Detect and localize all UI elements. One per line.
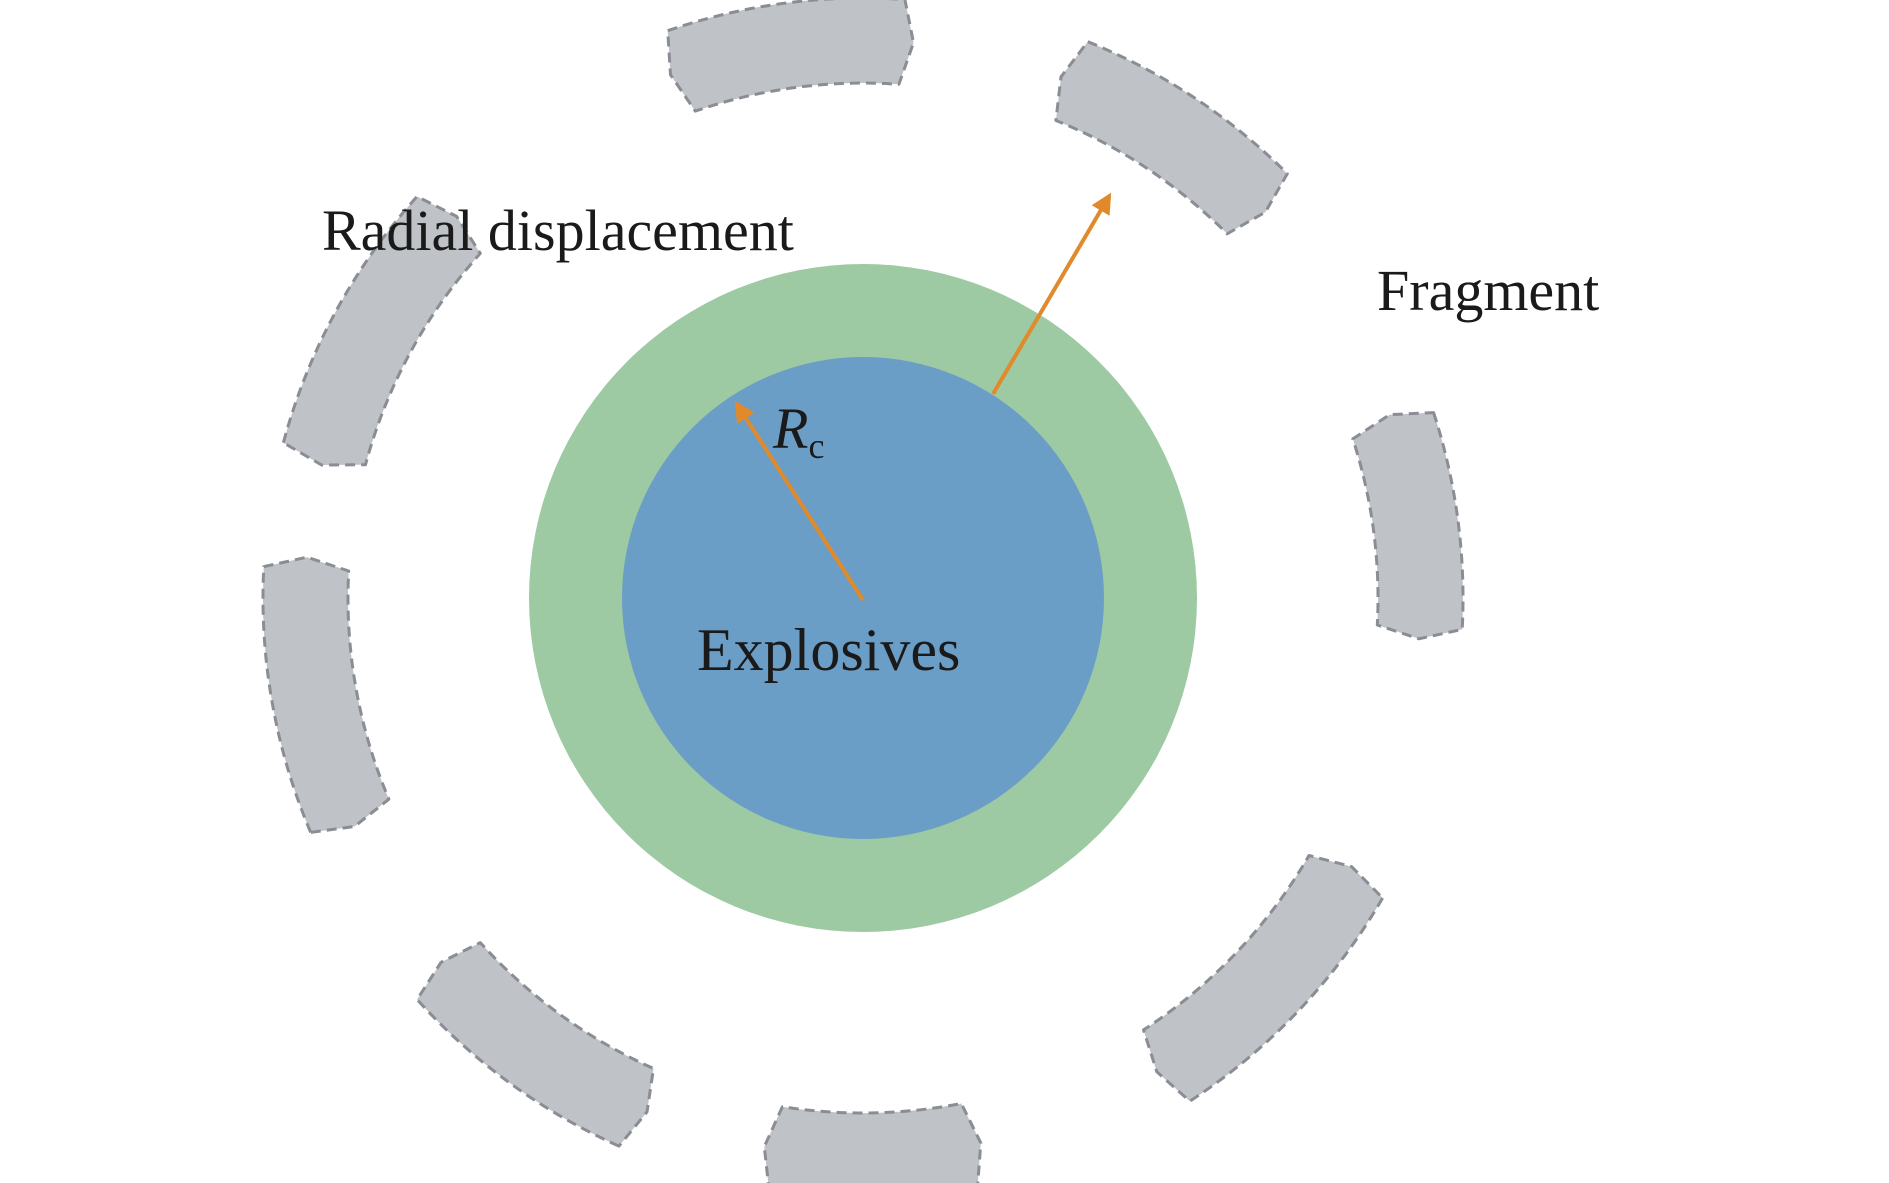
- fragment-4: [1142, 854, 1385, 1103]
- radius-symbol: R: [772, 396, 808, 461]
- explosives-label: Explosives: [697, 617, 960, 683]
- fragment-2: [1054, 40, 1289, 236]
- radial-displacement-arrow: [991, 192, 1112, 396]
- fragment-label: Fragment: [1377, 258, 1599, 323]
- radial-displacement-label: Radial displacement: [322, 198, 794, 263]
- radius-subscript: c: [808, 426, 824, 466]
- fragment-3: [1351, 411, 1465, 641]
- fragment-7: [261, 555, 391, 834]
- fragment-5: [762, 1102, 983, 1183]
- fragment-ring: [261, 0, 1465, 1183]
- fragment-1: [666, 0, 915, 113]
- radius-label: Rc: [772, 396, 824, 466]
- radius-arrow: [734, 400, 865, 602]
- fragment-6: [415, 941, 655, 1148]
- fragment-8: [281, 195, 482, 467]
